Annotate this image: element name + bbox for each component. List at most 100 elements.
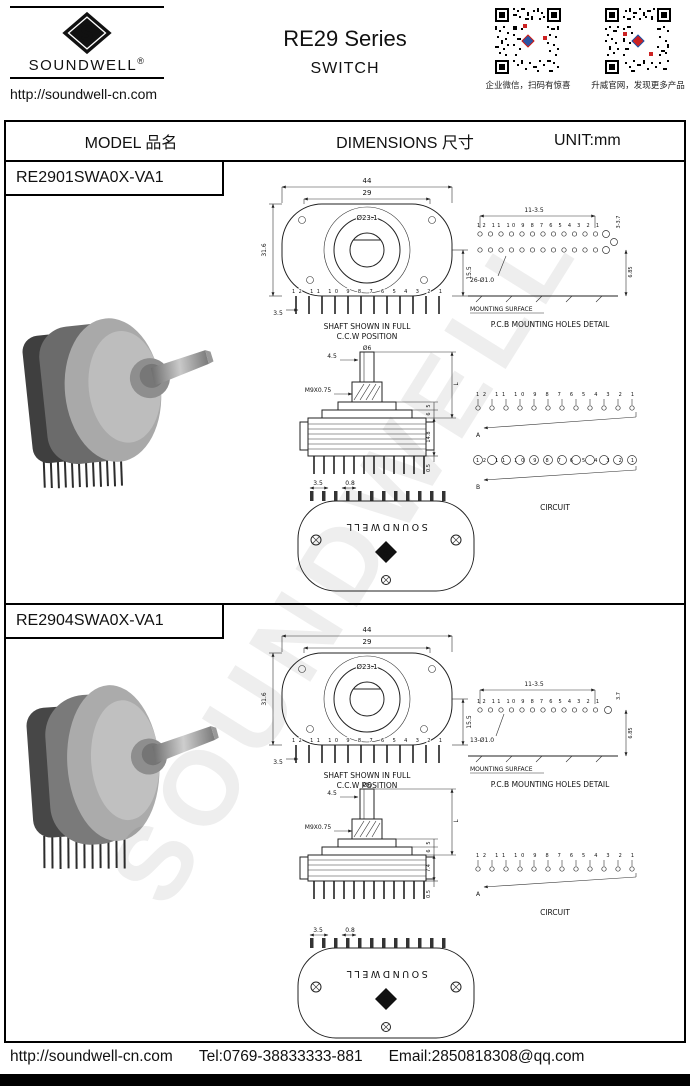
title-block: RE29 Series SWITCH <box>215 26 475 78</box>
dim-shaft-dia: Ø6 <box>363 345 372 352</box>
bottom-logo: S <box>375 541 397 563</box>
logo-letter: S <box>80 22 94 45</box>
page-header: S SOUNDWELL® http://soundwell-cn.com RE2… <box>0 0 690 118</box>
dim-width-inner: 29 <box>363 189 372 197</box>
pcb-pin-numbers: 12 11 10 9 8 7 6 5 4 3 2 1 <box>477 699 599 705</box>
logo-text: SOUNDWELL® <box>28 56 146 74</box>
series-title: RE29 Series <box>283 26 407 51</box>
pcb-title: P.C.B MOUNTING HOLES DETAIL <box>491 320 610 329</box>
bottom-logo-letter: S <box>383 996 389 1006</box>
circuit-pin-numbers: 12 11 10 9 8 7 6 5 4 3 2 1 <box>476 392 634 398</box>
model-row-re2901: RE2901SWA0X-VA1 <box>6 162 684 605</box>
pcb-surface-label: MOUNTING SURFACE <box>470 306 533 313</box>
footer-url[interactable]: http://soundwell-cn.com <box>10 1048 173 1065</box>
footer-bar <box>0 1074 690 1086</box>
front-pin-numbers: 12 11 10 9 8 7 6 5 4 3 2 1 <box>292 738 442 744</box>
pcb-dim-side: 3-3.7 <box>616 216 622 229</box>
bottom-pins <box>310 491 446 501</box>
page-footer: http://soundwell-cn.com Tel:0769-3883333… <box>0 1048 690 1066</box>
dim-height-body: 31.6 <box>261 243 268 257</box>
front-pin-numbers: 12 11 10 9 8 7 6 5 4 3 2 1 <box>292 289 442 295</box>
circuit-label: CIRCUIT <box>540 908 570 917</box>
qr-wechat: 企业微信，扫码有惊喜 <box>480 8 576 91</box>
pcb-dim-side: 3.7 <box>616 692 622 700</box>
col-header-model: MODEL 品名 <box>84 135 178 152</box>
qr-website: 升威官网，发现更多产品 <box>590 8 686 91</box>
product-photo-re2901 <box>22 318 214 489</box>
qr-website-icon <box>605 8 671 74</box>
pcb-dim-gap: 6.85 <box>628 727 634 738</box>
product-photo-re2904 <box>26 685 219 869</box>
dim-shaft-dia: Ø6 <box>363 782 372 789</box>
dim-bottom-pin: 0.8 <box>345 480 355 487</box>
dim-body-height: 7.4 <box>426 864 432 872</box>
model-name-re2904: RE2904SWA0X-VA1 <box>6 605 224 639</box>
soundwell-logo-icon: S <box>62 11 112 55</box>
circuit-contacts-b <box>473 455 637 465</box>
front-caption-1: SHAFT SHOWN IN FULL <box>324 322 412 331</box>
circuit-pin-numbers-b: 12 11 10 9 8 7 6 5 4 3 2 1 <box>476 458 634 464</box>
bottom-logo: S <box>375 988 397 1010</box>
front-caption-2: C.C.W POSITION <box>337 781 398 790</box>
front-caption-2: C.C.W POSITION <box>337 332 398 341</box>
circuit-pin-numbers: 12 11 10 9 8 7 6 5 4 3 2 1 <box>476 853 634 859</box>
dim-bottom-pin: 0.8 <box>345 927 355 934</box>
footer-email[interactable]: Email:2850818308@qq.com <box>388 1048 585 1065</box>
front-pins <box>295 296 440 314</box>
dim-body-height: 14.8 <box>426 431 432 442</box>
dim-step2: 6 <box>426 849 432 852</box>
pcb-holes <box>477 706 612 714</box>
dim-shaft-length: L <box>453 819 460 823</box>
pcb-dim-pitch: 11-3.5 <box>524 681 544 688</box>
side-view: Ø6 4.5 M9X0.75 <box>299 782 460 899</box>
circuit-pole-a: A <box>476 891 481 898</box>
pcb-title: P.C.B MOUNTING HOLES DETAIL <box>491 780 610 789</box>
side-pins <box>313 881 425 899</box>
dim-shaft-circle: Ø23.1 <box>356 214 377 222</box>
circuit-pole-b: B <box>476 484 480 491</box>
pcb-dim-gap: 6.85 <box>628 266 634 277</box>
dim-pin-offset: 3.5 <box>273 310 283 317</box>
dim-flat-length: 4.5 <box>327 353 337 360</box>
dim-step1: 5 <box>426 404 432 407</box>
pcb-dim-pitch: 11-3.5 <box>524 207 544 214</box>
dim-height-lower: 15.5 <box>466 266 473 280</box>
dimension-drawings-re2901: 44 29 Ø23.1 <box>261 177 637 592</box>
logo-block: S SOUNDWELL® http://soundwell-cn.com <box>10 6 164 102</box>
dim-step1: 5 <box>426 841 432 844</box>
header-url[interactable]: http://soundwell-cn.com <box>10 86 158 102</box>
side-pins <box>313 456 425 474</box>
dim-flat-length: 4.5 <box>327 790 337 797</box>
dim-pin-shoulder: 0.5 <box>426 890 432 898</box>
circuit-contacts-a <box>475 860 635 872</box>
table-header-row: MODEL 品名 DIMENSIONS 尺寸 UNIT:mm <box>6 122 684 162</box>
circuit-diagram: 12 11 10 9 8 7 6 5 4 3 2 1 <box>473 392 637 512</box>
model-name-re2901: RE2901SWA0X-VA1 <box>6 162 224 196</box>
dimension-drawings-re2904: 44 29 Ø23.1 <box>261 626 637 1039</box>
circuit-pole-a: A <box>476 432 481 439</box>
dim-bottom-pitch: 3.5 <box>313 927 323 934</box>
qr-website-caption: 升威官网，发现更多产品 <box>591 80 685 90</box>
registered-mark: ® <box>137 56 146 66</box>
circuit-diagram: 12 11 10 9 8 7 6 5 4 3 2 1 <box>475 853 637 917</box>
pcb-surface-label: MOUNTING SURFACE <box>470 766 533 773</box>
front-view: 44 29 Ø23.1 <box>261 626 473 790</box>
logo-rule-top <box>10 6 164 8</box>
dim-width-outer: 44 <box>363 626 372 634</box>
wafer-lines <box>308 859 426 877</box>
bottom-view: 3.5 0.8 SOUNDWELL <box>297 927 475 1039</box>
dim-step2: 6 <box>426 412 432 415</box>
dim-height-lower: 15.5 <box>466 715 473 729</box>
bottom-brand-text: SOUNDWELL <box>344 521 427 532</box>
front-caption-1: SHAFT SHOWN IN FULL <box>324 771 412 780</box>
dim-pin-offset: 3.5 <box>273 759 283 766</box>
circuit-contacts-a <box>475 399 635 411</box>
bottom-view: 3.5 0.8 SOUNDWELL <box>297 480 475 592</box>
bottom-brand-text: SOUNDWELL <box>344 968 427 979</box>
bottom-logo-letter: S <box>383 549 389 559</box>
footer-tel: Tel:0769-38833333-881 <box>198 1048 363 1065</box>
dim-thread: M9X0.75 <box>305 824 332 831</box>
series-subtitle: SWITCH <box>310 60 380 77</box>
dim-height-body: 31.6 <box>261 692 268 706</box>
col-header-unit: UNIT:mm <box>554 132 621 149</box>
